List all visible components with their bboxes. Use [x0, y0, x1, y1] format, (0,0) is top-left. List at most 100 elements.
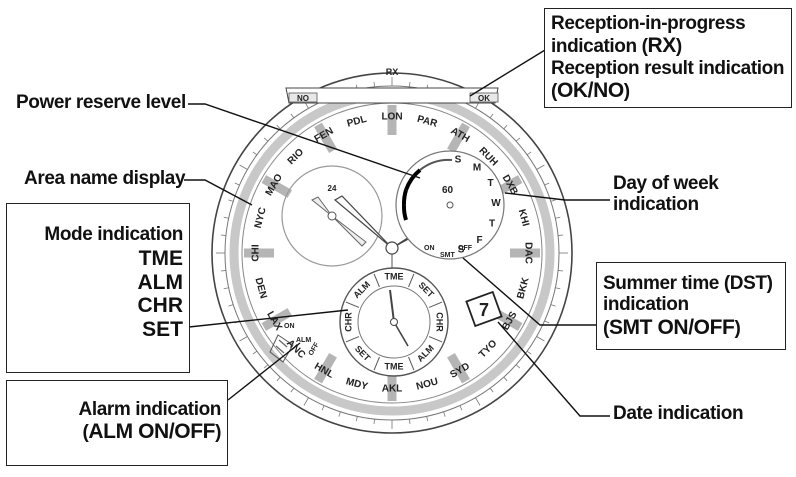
- bezel-tick: [338, 411, 341, 417]
- bezel-tick: [220, 270, 226, 272]
- mode-alm: ALM: [137, 270, 184, 294]
- mode-ring-divider: [373, 273, 380, 288]
- smt-label: SMT: [440, 252, 456, 259]
- bezel-tick: [526, 350, 532, 355]
- day-letter: T: [489, 218, 495, 229]
- bezel-tick: [489, 387, 494, 393]
- bezel-tick: [252, 151, 258, 156]
- hour-marker: [261, 175, 293, 198]
- bezel-tick: [290, 387, 295, 393]
- leader-lines: [184, 49, 610, 417]
- bezel-tick: [443, 411, 446, 417]
- bezel-tick: [550, 304, 556, 307]
- reception-line3: Reception result indication: [551, 57, 785, 79]
- callout-date: Date indication: [613, 403, 744, 424]
- bezel-tick: [558, 234, 564, 236]
- bezel-tick: [503, 124, 508, 130]
- bezel-tick: [409, 81, 411, 87]
- day-letter: F: [477, 235, 483, 246]
- mode-ring-divider: [345, 301, 360, 308]
- bezel-tick: [459, 405, 463, 411]
- bezel-label-rx: RX: [386, 67, 399, 77]
- day-letter: M: [473, 162, 481, 173]
- day-letter: S: [458, 244, 465, 255]
- bezel-tick: [409, 419, 411, 425]
- subdial-24-label: 24: [328, 184, 337, 193]
- bezel-tick: [290, 113, 295, 119]
- callout-power-reserve: Power reserve level: [16, 92, 186, 113]
- hour-marker: [261, 308, 293, 331]
- bezel-tick: [239, 336, 248, 342]
- city-label-chi: CHI: [251, 244, 262, 261]
- city-label-dac: DAC: [522, 242, 533, 264]
- smt-off-label: OFF: [458, 245, 473, 252]
- city-label-par: PAR: [416, 114, 439, 130]
- day-letter: T: [488, 178, 494, 189]
- bezel-tick: [263, 364, 269, 369]
- hour-marker: [447, 352, 470, 384]
- mode-ring-label: CHR: [435, 312, 445, 332]
- mode-ring-label: TME: [385, 271, 404, 281]
- power-reserve-value: 60: [442, 185, 454, 196]
- reception-line1: Reception-in-progress: [551, 13, 746, 34]
- bezel-tick: [228, 199, 234, 202]
- mode-ring-divider: [345, 336, 360, 343]
- alarm-on-label: ON: [284, 323, 295, 330]
- city-label-pdl: PDL: [346, 114, 368, 130]
- bezel-tick: [555, 216, 561, 219]
- reception-line2: indication (RX): [551, 34, 682, 58]
- callout-area-name: Area name display: [24, 168, 186, 189]
- mode-ring-divider: [408, 273, 415, 288]
- bezel-tick: [276, 376, 281, 382]
- bezel-tick: [252, 350, 258, 355]
- bezel-tick: [321, 405, 325, 411]
- mode-tme: TME: [138, 247, 183, 271]
- mode-set: SET: [142, 317, 183, 341]
- bezel-tick: [550, 199, 556, 202]
- day-letter: W: [491, 198, 501, 209]
- bezel-tick: [223, 287, 229, 290]
- subdial-24h: 24: [281, 165, 383, 267]
- hour-marker: [314, 352, 337, 384]
- alarm-alm-label: ALM: [296, 337, 311, 344]
- bezel-tick: [223, 216, 229, 219]
- callout-summer-time: Summer time (DST) indication (SMT ON/OFF…: [596, 262, 786, 351]
- city-label-nyc: NYC: [253, 206, 269, 229]
- reception-line4: (OK/NO): [551, 79, 630, 103]
- callout-day-of-week: Day of week indication: [613, 173, 719, 216]
- date-value: 7: [479, 300, 489, 320]
- bezel-tick: [536, 336, 545, 342]
- bezel-tick: [555, 287, 561, 290]
- bezel-tick: [373, 81, 375, 87]
- bezel-tick: [489, 113, 494, 119]
- callout-mode-indication: Mode indication TME ALM CHR SET: [6, 203, 190, 373]
- bezel-label-no: NO: [297, 94, 309, 103]
- mode-chr: CHR: [137, 294, 184, 318]
- city-label-lon: LON: [381, 112, 402, 123]
- mode-ring-divider: [373, 356, 380, 371]
- city-label-khi: KHI: [516, 208, 531, 228]
- bezel-tick: [303, 397, 309, 406]
- city-label-akl: AKL: [382, 384, 403, 395]
- smt-on-label: ON: [424, 245, 435, 252]
- bezel-tick: [544, 320, 550, 324]
- bezel-tick: [220, 234, 226, 236]
- bezel-tick: [373, 419, 375, 425]
- bezel-label-ok: OK: [478, 94, 490, 103]
- bezel-tick: [503, 376, 508, 382]
- callout-reception: Reception-in-progress indication (RX) Re…: [544, 8, 792, 108]
- bezel-tick: [515, 364, 521, 369]
- mode-ring-divider: [428, 336, 443, 343]
- bezel-tick: [355, 416, 358, 422]
- mode-ring-divider: [428, 301, 443, 308]
- bezel-tick: [228, 304, 234, 307]
- bezel-tick: [239, 164, 248, 170]
- bezel-tick: [515, 137, 521, 142]
- bezel-tick: [558, 270, 564, 272]
- bezel-tick: [234, 182, 240, 186]
- bezel-tick: [475, 397, 481, 406]
- callout-alarm: Alarm indication (ALM ON/OFF): [6, 380, 228, 466]
